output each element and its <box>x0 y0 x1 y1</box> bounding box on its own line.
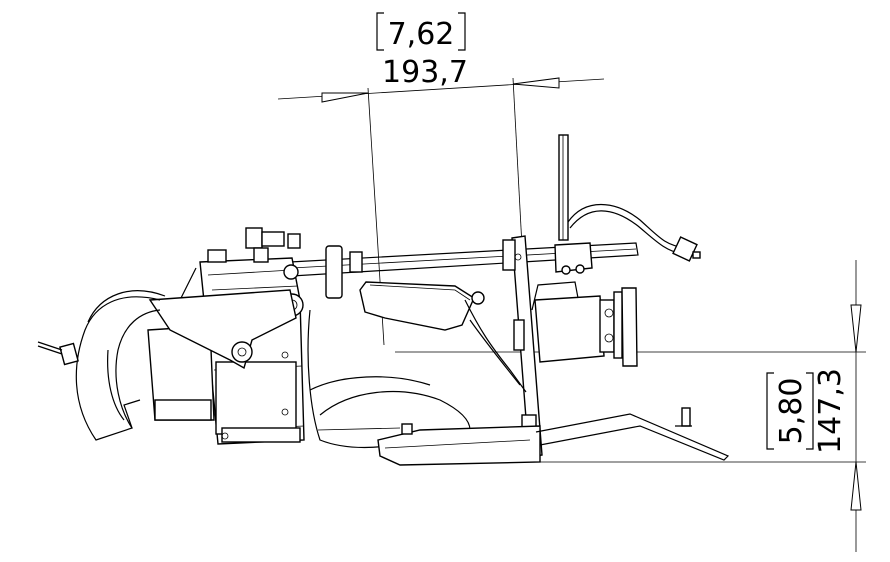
top-adjuster <box>207 227 304 317</box>
height-bracket-bottom <box>806 372 814 450</box>
width-bracket-left <box>376 12 384 51</box>
width-arrow-left <box>321 92 369 103</box>
left-knob <box>37 341 79 366</box>
height-mm-label: 147,3 <box>813 368 848 454</box>
left-strap <box>75 290 166 441</box>
center-clamp <box>359 281 527 393</box>
width-arrow-right <box>512 77 560 89</box>
mechanism-assembly <box>37 134 730 466</box>
shaft-bushing <box>325 245 343 299</box>
height-inches-label: 5,80 <box>774 378 809 445</box>
width-dimension: 7,62 193,7 <box>277 12 605 346</box>
foot-plate <box>377 407 730 466</box>
main-body <box>307 309 471 449</box>
strap-arm <box>148 289 297 370</box>
right-bracket-plate <box>502 235 543 458</box>
height-arrow-top <box>850 304 862 353</box>
height-bracket-top <box>766 372 774 450</box>
sensor-rod <box>554 134 701 275</box>
height-dimension: 5,80 147,3 <box>395 260 866 552</box>
width-inches-label: 7,62 <box>388 17 455 52</box>
shaft-collar <box>349 251 363 273</box>
height-arrow-bottom <box>850 461 862 511</box>
width-bracket-right <box>458 12 466 51</box>
right-motor <box>531 281 638 367</box>
width-mm-label: 193,7 <box>382 55 468 90</box>
